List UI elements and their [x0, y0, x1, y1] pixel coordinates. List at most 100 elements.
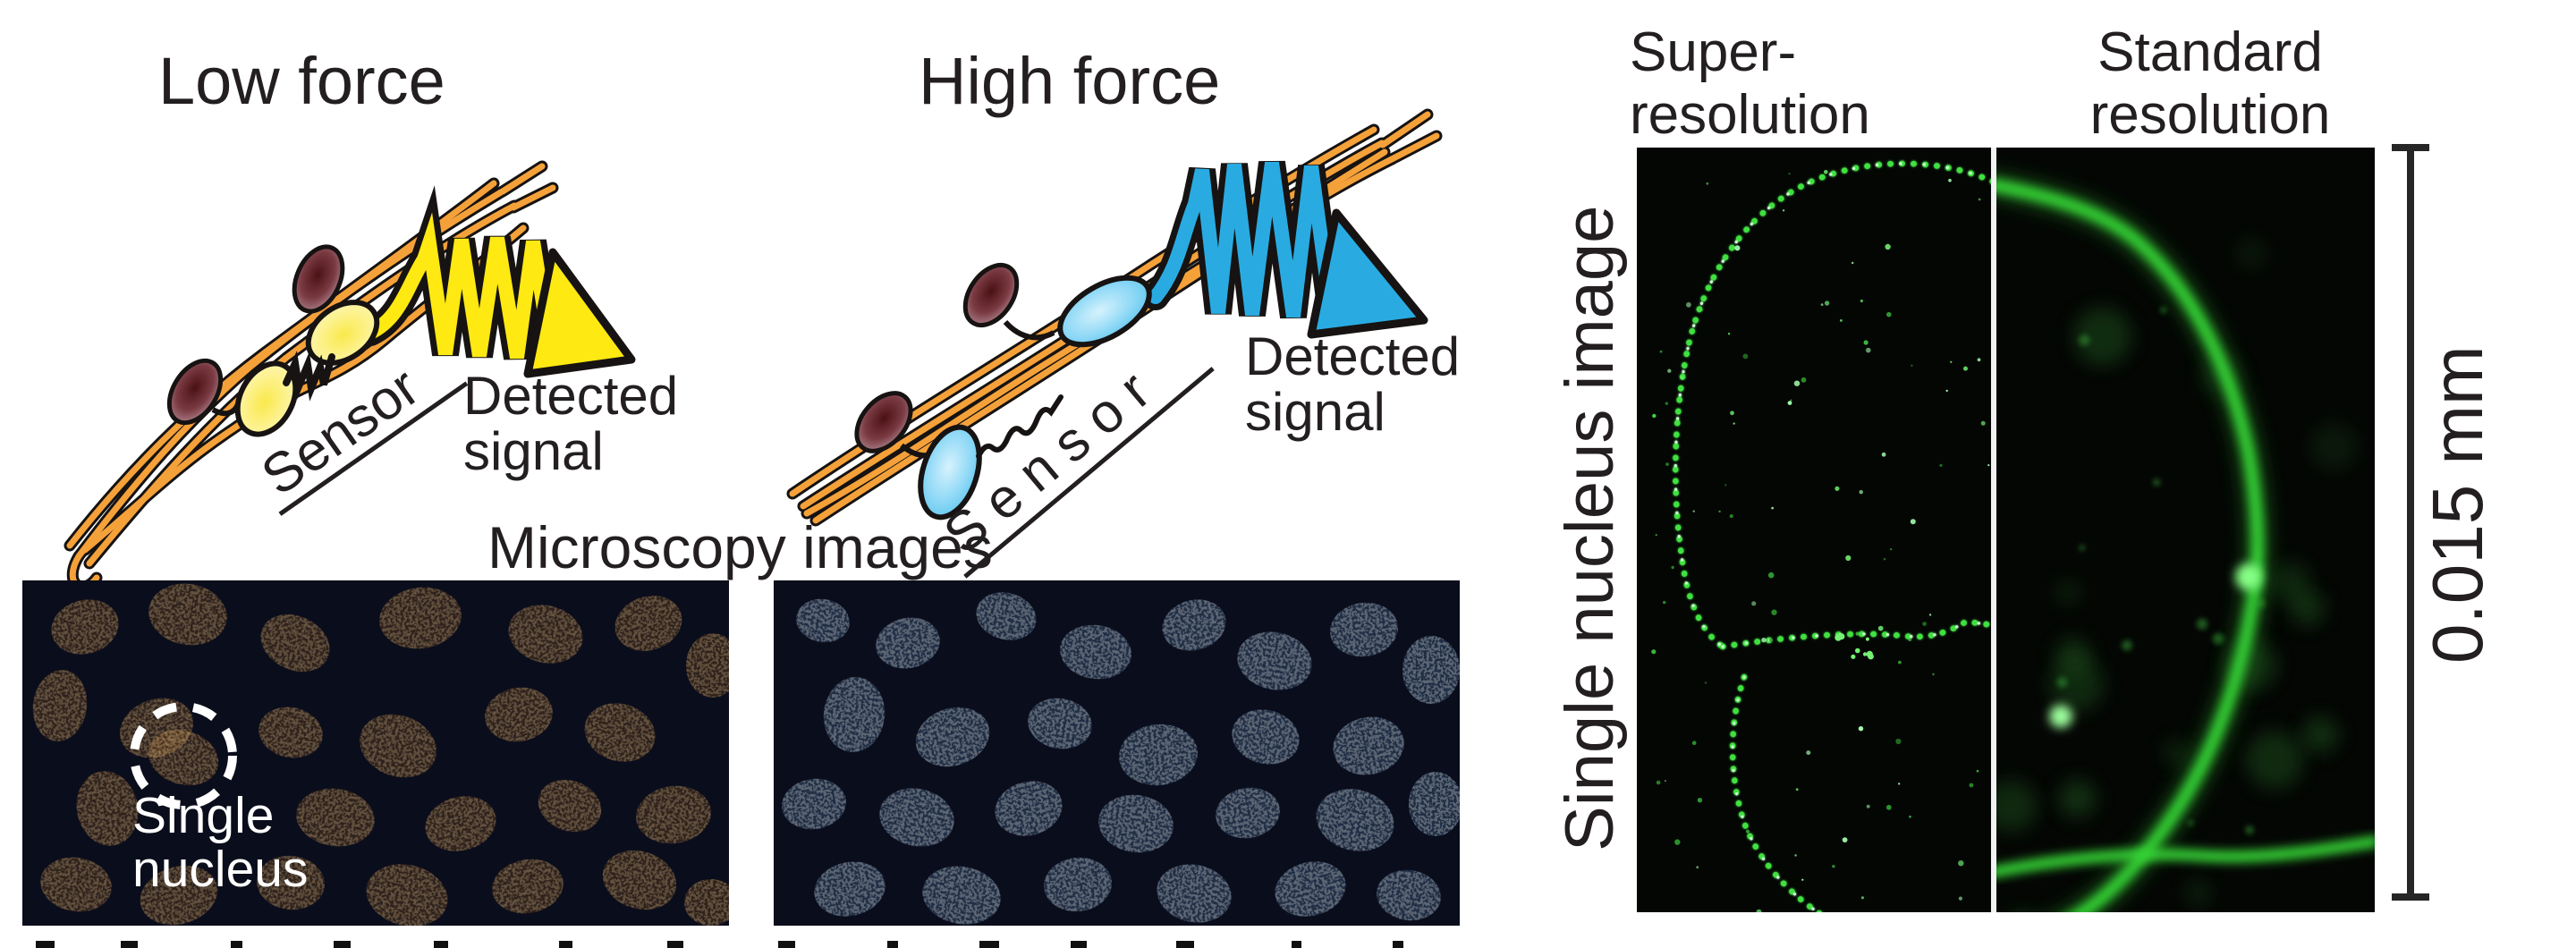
scale-bar-label: 0.015 mm	[2418, 345, 2497, 664]
nucleus-blob	[1316, 789, 1394, 851]
microscopy-panel-high-force	[774, 580, 1460, 926]
detected-line2: signal	[1245, 382, 1385, 442]
speckle-dot	[1663, 600, 1666, 605]
haze-blob	[2236, 239, 2266, 268]
nucleus-blob	[876, 617, 940, 669]
speckle-dot	[1697, 798, 1703, 803]
speckle-dot	[1889, 548, 1893, 551]
speckle-dot	[1664, 780, 1666, 783]
speckle-dot	[1751, 601, 1757, 606]
nucleus-blob	[51, 599, 119, 655]
speckle-dot	[1969, 783, 1974, 788]
speckle-dot	[1730, 411, 1734, 416]
nucleus-blob	[1157, 864, 1232, 923]
speckle-dot	[1704, 681, 1707, 684]
speckle-dot	[1691, 741, 1697, 745]
speckle-dot	[1958, 860, 1964, 867]
haze-dot	[2196, 618, 2208, 630]
speckle-dot	[1895, 738, 1902, 745]
connectors-high	[900, 319, 1055, 459]
signal-wave-low	[357, 185, 636, 378]
haze-blob	[2164, 740, 2191, 767]
speckle-dot	[1680, 376, 1684, 380]
nucleus-blob	[379, 587, 462, 649]
speckle-dot	[1863, 340, 1868, 345]
speckle-dot	[1980, 420, 1986, 426]
nucleus-blob	[257, 855, 325, 910]
speckle-dot	[1851, 654, 1856, 659]
speckle-dot	[1651, 649, 1657, 655]
haze-blob	[2055, 638, 2091, 674]
standard-resolution-half	[1994, 172, 2375, 912]
edge-mark	[231, 941, 242, 948]
nucleus-blob	[360, 714, 436, 778]
speckle-dot	[1761, 638, 1767, 643]
sensor-domain-yellow	[234, 360, 299, 437]
nucleus-blob	[584, 703, 656, 762]
low-force-title: Low force	[158, 44, 445, 118]
nucleus-blob	[40, 857, 112, 912]
nuclei-group-orange	[32, 583, 729, 926]
nucleus-blob	[140, 865, 218, 926]
haze-dot	[2212, 632, 2224, 645]
speckle-dot	[1787, 401, 1792, 405]
speckle-dot	[1963, 366, 1968, 371]
speckle-dot	[1665, 462, 1669, 466]
nucleus-blob	[686, 633, 729, 698]
speckle-dot	[1855, 631, 1860, 636]
haze-blob	[2269, 562, 2310, 603]
nucleus-blob	[258, 707, 323, 758]
nucleus-blob	[148, 729, 219, 786]
speckle-dot	[1840, 319, 1843, 322]
haze-dot	[2153, 478, 2161, 487]
signal-arrowhead-high	[1307, 208, 1428, 339]
speckle-dot	[1824, 300, 1830, 306]
haze-dot	[2160, 306, 2167, 314]
super-resolution-half	[1651, 160, 1994, 912]
high-force-title: High force	[919, 44, 1221, 118]
speckle-dot	[1852, 261, 1854, 265]
speckle-dot	[1987, 464, 1990, 467]
nucleus-blob	[976, 592, 1037, 640]
speckle-dot	[1977, 358, 1981, 362]
speckle-dot	[1756, 909, 1762, 912]
speckle-dot	[1976, 769, 1979, 773]
single-nucleus-line1: Single	[132, 787, 275, 844]
single-nucleus-line2: nucleus	[132, 841, 309, 898]
nucleus-blob	[538, 779, 602, 833]
speckle-dot	[1866, 804, 1870, 808]
speckle-dot	[1718, 510, 1721, 513]
edge-mark	[559, 941, 572, 948]
nucleus-blob	[1377, 869, 1441, 921]
speckle-dot	[1656, 780, 1661, 785]
speckle-dot	[1911, 364, 1913, 367]
speckle-dot	[1801, 377, 1807, 383]
speckle-dot	[1945, 389, 1948, 393]
nucleus-blob	[796, 598, 850, 643]
nucleus-blob	[636, 785, 711, 844]
speckle-dot	[1767, 571, 1775, 579]
sensor-label-low: Sensor	[250, 356, 469, 516]
haze-blob	[2310, 423, 2358, 470]
haze-blob	[2185, 880, 2211, 906]
speckle-dot	[1699, 308, 1703, 312]
nucleus-blob	[1162, 599, 1226, 651]
haze-blob	[2073, 308, 2131, 366]
speckle-dot	[1883, 557, 1886, 561]
microscopy-images-title: Microscopy images	[487, 514, 993, 580]
bright-knot	[2235, 563, 2262, 590]
nucleus-blob	[1232, 709, 1300, 765]
speckle-dot	[1674, 839, 1681, 845]
nucleus-blob	[915, 707, 990, 767]
nucleus-blob	[492, 859, 564, 914]
haze-dot	[2079, 334, 2090, 346]
speckle-dot	[1922, 622, 1927, 626]
nucleus-blob	[1098, 794, 1174, 853]
maroon-linker	[166, 358, 224, 426]
speckle-dot	[1667, 368, 1672, 373]
speckle-dot	[1686, 301, 1691, 308]
speckle-dot	[1886, 311, 1892, 317]
haze-dot	[2056, 676, 2068, 688]
speckle-dot	[1671, 565, 1674, 570]
